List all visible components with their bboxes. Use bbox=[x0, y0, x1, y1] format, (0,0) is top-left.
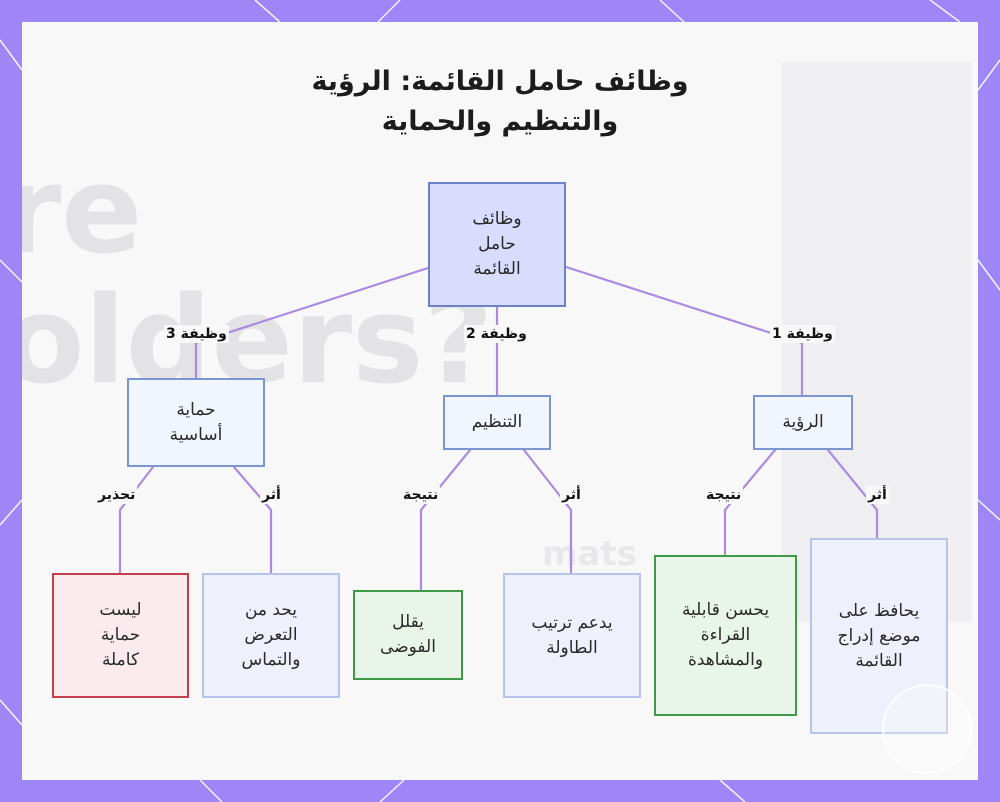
node-protection-warning: ليست حماية كاملة bbox=[52, 573, 189, 698]
edge-root-f1 bbox=[564, 265, 804, 397]
node-protection-effect: يحد من التعرض والتماس bbox=[202, 573, 340, 698]
edge-f2-result bbox=[419, 448, 472, 592]
node-vision: الرؤية bbox=[753, 395, 853, 450]
node-vision-label: الرؤية bbox=[782, 412, 824, 432]
node-organization-result-label: يقلل الفوضى bbox=[380, 612, 436, 657]
edge-label-organization-result: نتيجة bbox=[401, 486, 441, 504]
edge-root-f3 bbox=[194, 266, 430, 380]
node-basic-protection: حماية أساسية bbox=[127, 378, 265, 467]
edge-f1-result bbox=[723, 448, 777, 557]
node-vision-result: يحسن قابلية القراءة والمشاهدة bbox=[654, 555, 797, 716]
node-vision-effect-label: يحافظ على موضع إدراج القائمة bbox=[837, 600, 921, 671]
edge-label-function-3: وظيفة 3 bbox=[164, 325, 229, 343]
edge-f3-warning bbox=[118, 465, 155, 575]
edge-f3-effect bbox=[232, 465, 273, 575]
edge-f1-effect bbox=[826, 448, 879, 540]
edge-label-function-1: وظيفة 1 bbox=[770, 325, 835, 343]
node-organization: التنظيم bbox=[443, 395, 551, 450]
node-root-label: وظائف حامل القائمة bbox=[472, 209, 522, 279]
node-organization-result: يقلل الفوضى bbox=[353, 590, 463, 680]
node-protection-warning-label: ليست حماية كاملة bbox=[99, 600, 142, 670]
node-vision-result-label: يحسن قابلية القراءة والمشاهدة bbox=[681, 600, 770, 670]
node-protection-effect-label: يحد من التعرض والتماس bbox=[241, 600, 301, 670]
background-text-1: re bbox=[22, 142, 143, 281]
edge-f2-effect bbox=[522, 448, 573, 575]
node-organization-label: التنظيم bbox=[471, 412, 523, 432]
edge-label-protection-effect: أثر bbox=[260, 486, 283, 504]
background-text-3: mats bbox=[542, 534, 637, 574]
diagram-title: وظائف حامل القائمة: الرؤية والتنظيم والح… bbox=[311, 66, 689, 137]
node-organization-effect-label: يدعم ترتيب الطاولة bbox=[531, 612, 613, 658]
node-basic-protection-label: حماية أساسية bbox=[169, 399, 223, 445]
edge-label-function-2: وظيفة 2 bbox=[464, 325, 529, 343]
watermark-badge bbox=[882, 684, 972, 774]
edge-label-organization-effect: أثر bbox=[560, 486, 583, 504]
node-root: وظائف حامل القائمة bbox=[428, 182, 566, 307]
edge-label-vision-effect: أثر bbox=[866, 486, 889, 504]
edge-label-protection-warning: تحذير bbox=[96, 486, 138, 504]
node-organization-effect: يدعم ترتيب الطاولة bbox=[503, 573, 641, 698]
edge-label-vision-result: نتيجة bbox=[704, 486, 744, 504]
